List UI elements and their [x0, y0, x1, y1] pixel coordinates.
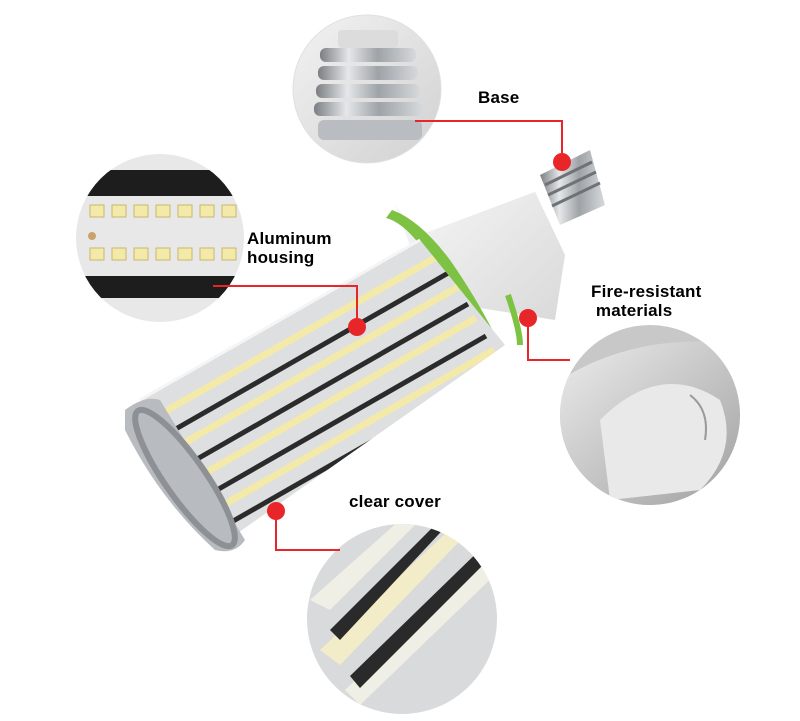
label-base: Base: [478, 88, 519, 107]
label-aluminum-line1: Aluminum: [247, 229, 332, 248]
callout-dot-aluminum: [348, 318, 366, 336]
callout-line-aluminum: [213, 285, 358, 327]
label-cover-text: clear cover: [349, 492, 441, 511]
callout-line-base: [415, 120, 563, 162]
label-aluminum-line2: housing: [247, 248, 315, 267]
screw-base-thread: [314, 30, 422, 140]
callout-markers: [267, 153, 571, 520]
label-fire-line2: materials: [591, 301, 673, 320]
callout-dot-base: [553, 153, 571, 171]
label-clear-cover: clear cover: [349, 492, 441, 511]
callout-dot-cover: [267, 502, 285, 520]
label-fire-resistant-materials: Fire-resistant materials: [591, 282, 702, 320]
callout-dot-fire: [519, 309, 537, 327]
aluminum-end-cap: [125, 398, 245, 552]
fire-resistant-detail-inset: [560, 325, 740, 505]
label-aluminum-housing: Aluminum housing: [247, 229, 332, 267]
callout-lines: [213, 120, 570, 551]
label-fire-line1: Fire-resistant: [591, 282, 702, 301]
callout-line-fire: [527, 318, 570, 361]
clear-cover-detail-inset: [307, 524, 497, 714]
base-detail-inset: [293, 15, 441, 163]
label-base-text: Base: [478, 88, 520, 107]
aluminum-detail-inset: [76, 154, 244, 322]
callout-line-cover: [275, 511, 340, 551]
e39-screw-base: [540, 150, 605, 225]
